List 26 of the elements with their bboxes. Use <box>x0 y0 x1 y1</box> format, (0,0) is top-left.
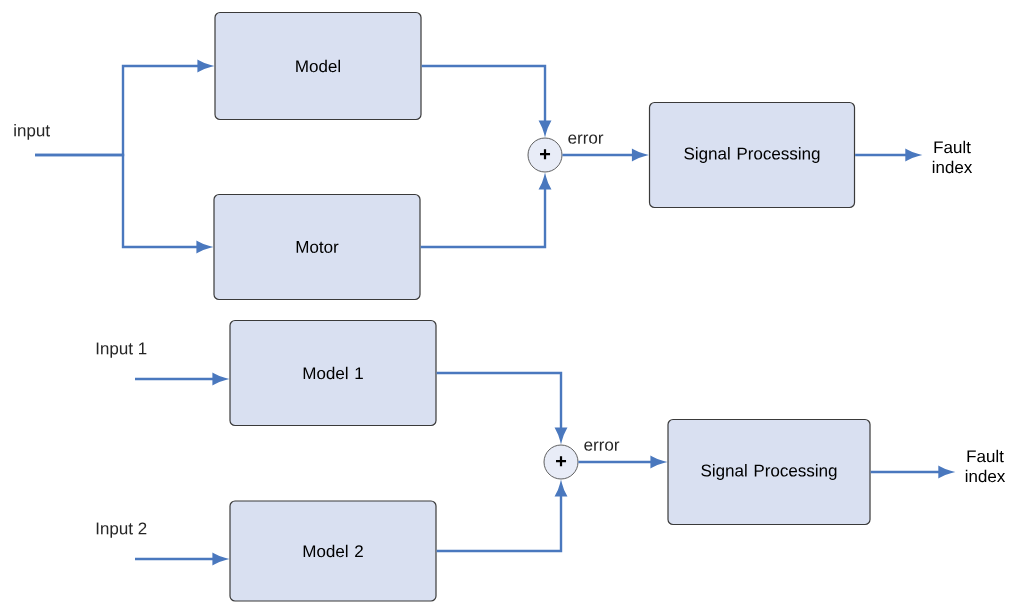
output-label: Fault index <box>965 449 1006 483</box>
arrow <box>870 466 952 478</box>
process-box: Signal Processing <box>667 418 871 526</box>
summing-junction: + <box>527 137 563 173</box>
arrow <box>855 149 919 161</box>
arrow <box>135 373 226 385</box>
edge-label: error <box>582 440 621 452</box>
summing-junction: + <box>543 444 579 480</box>
arrow <box>421 64 551 134</box>
input-label: Input 2 <box>96 522 147 538</box>
process-box: Model 2 <box>229 500 437 602</box>
input-label: input <box>14 123 50 140</box>
arrow <box>436 483 567 553</box>
arrow <box>436 371 567 441</box>
arrow <box>135 553 226 565</box>
edge-label: error <box>566 133 605 145</box>
output-label: Fault index <box>932 140 973 174</box>
process-box: Motor <box>213 193 421 301</box>
arrow <box>420 176 551 249</box>
process-box: Model <box>214 11 422 121</box>
arrow <box>562 149 646 161</box>
input-label: Input 1 <box>96 342 147 358</box>
process-box: Model 1 <box>229 319 437 427</box>
process-box: Signal Processing <box>648 101 856 209</box>
arrow <box>578 456 664 468</box>
arrow <box>35 153 210 253</box>
